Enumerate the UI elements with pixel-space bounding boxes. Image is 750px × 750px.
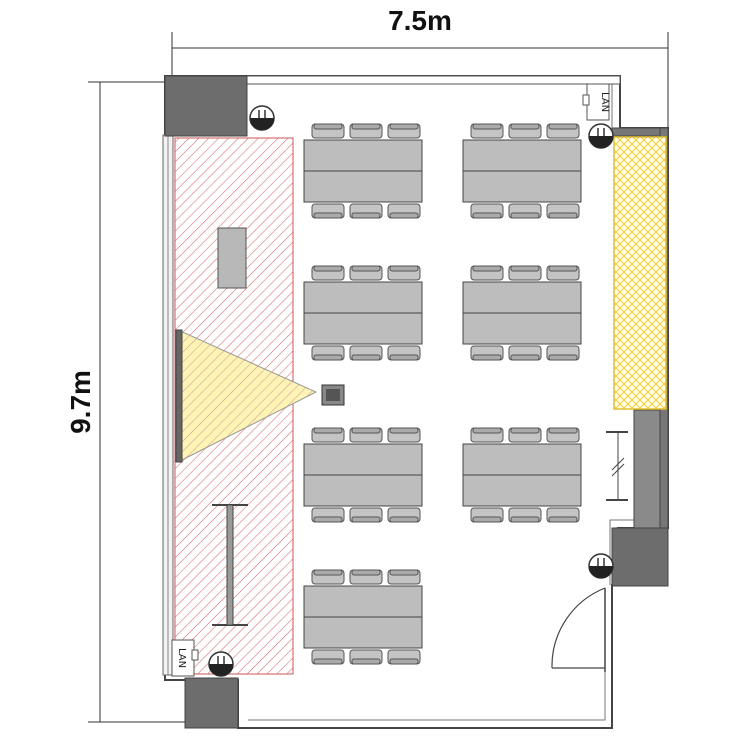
chair-back: [548, 354, 578, 361]
pillar-bottom-left: [184, 677, 239, 729]
chair-back: [472, 123, 502, 130]
table-group: [303, 427, 423, 523]
chair-back: [472, 354, 502, 361]
chair-back: [510, 516, 540, 523]
whiteboard: [212, 504, 248, 626]
chair-back: [351, 212, 381, 219]
chair-back: [313, 569, 343, 576]
side-counter: [606, 431, 628, 501]
chair-back: [472, 265, 502, 272]
chair-back: [510, 265, 540, 272]
chair-back: [389, 569, 419, 576]
table-group: [303, 265, 423, 361]
door: [551, 587, 606, 672]
chair-back: [351, 427, 381, 434]
chair-back: [351, 265, 381, 272]
width-label: 7.5m: [388, 5, 452, 36]
chair-back: [313, 427, 343, 434]
chair-back: [313, 123, 343, 130]
power-outlet-icon: [249, 105, 275, 131]
lan-port-bottom: LAN: [171, 639, 199, 677]
chair-back: [313, 212, 343, 219]
power-outlet-icon: [588, 123, 614, 149]
chair-back: [548, 123, 578, 130]
chair-back: [351, 516, 381, 523]
chair-back: [472, 427, 502, 434]
lan-label-top: LAN: [599, 92, 610, 112]
lectern: [217, 227, 247, 289]
table-group: [462, 427, 582, 523]
chair-back: [472, 516, 502, 523]
chair-back: [389, 354, 419, 361]
height-dimension: 9.7m: [65, 81, 185, 723]
width-dimension: 7.5m: [171, 5, 669, 130]
chair-back: [510, 123, 540, 130]
cabinet: [613, 136, 667, 410]
chair-back: [351, 658, 381, 665]
chair-back: [389, 658, 419, 665]
chair-back: [389, 427, 419, 434]
right-wall-segment: [633, 409, 661, 529]
chair-back: [548, 212, 578, 219]
chair-back: [510, 212, 540, 219]
chair-back: [313, 516, 343, 523]
power-outlet-icon: [208, 651, 234, 677]
chair-back: [472, 212, 502, 219]
chair-back: [351, 569, 381, 576]
chair-back: [548, 427, 578, 434]
projection-screen: [175, 329, 183, 463]
table-group: [462, 265, 582, 361]
chair-back: [313, 265, 343, 272]
table-group: [303, 123, 423, 219]
pillar-right: [611, 527, 669, 587]
chair-back: [313, 354, 343, 361]
chair-back: [510, 354, 540, 361]
chair-back: [548, 265, 578, 272]
chair-back: [351, 123, 381, 130]
lan-port-top: LAN: [582, 83, 610, 121]
chair-back: [351, 354, 381, 361]
pillar-top-left: [164, 75, 248, 137]
lan-label-bottom: LAN: [176, 648, 187, 668]
chair-back: [389, 123, 419, 130]
chair-back: [548, 516, 578, 523]
chair-back: [389, 516, 419, 523]
height-label: 9.7m: [65, 370, 96, 434]
table-group: [303, 569, 423, 665]
seating-layout: [303, 123, 582, 665]
power-outlet-icon: [588, 553, 614, 579]
chair-back: [313, 658, 343, 665]
chair-back: [510, 427, 540, 434]
stage-area: [174, 137, 345, 675]
chair-back: [389, 212, 419, 219]
chair-back: [389, 265, 419, 272]
table-group: [462, 123, 582, 219]
outlets: [208, 105, 614, 677]
